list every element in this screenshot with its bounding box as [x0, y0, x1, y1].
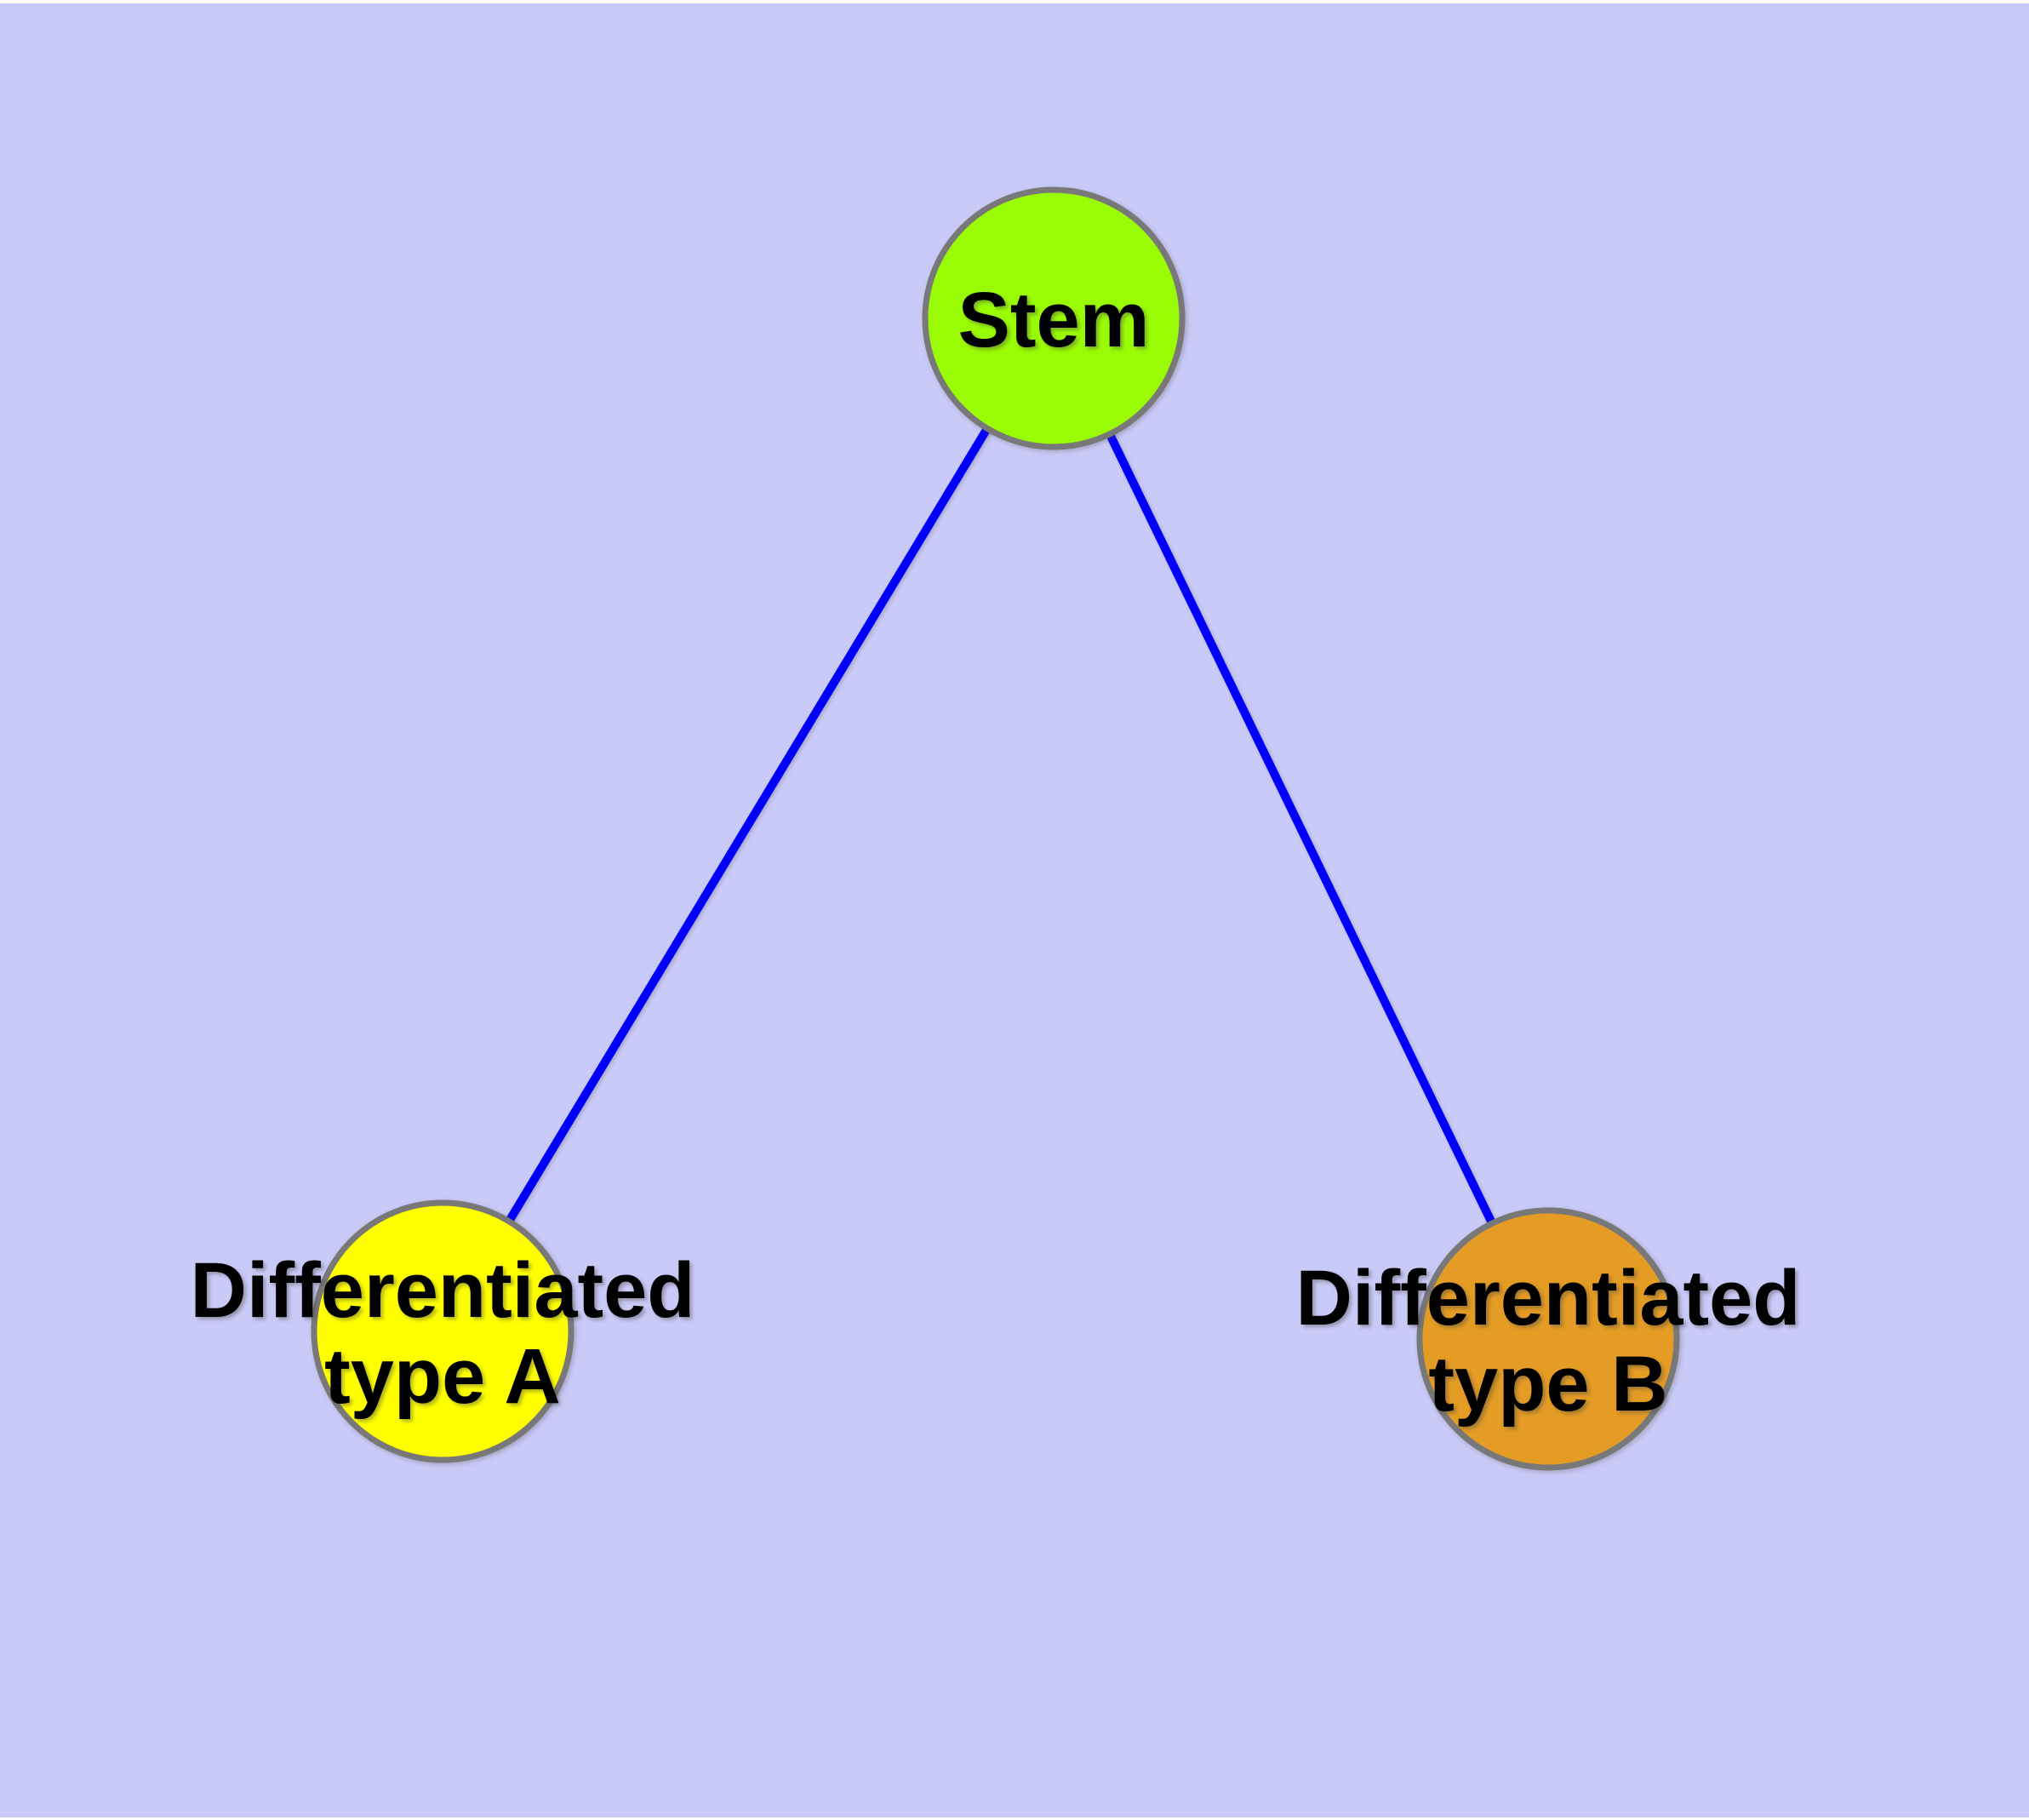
edge-stem-to-type-b[interactable] [1049, 316, 1552, 1342]
node-type-a-label-line2: type A [324, 1333, 561, 1420]
node-differentiated-type-a[interactable] [311, 1199, 574, 1463]
node-stem[interactable] [922, 186, 1186, 450]
edge-stem-to-type-a[interactable] [438, 316, 1058, 1334]
node-stem-label: Stem [958, 277, 1150, 363]
node-type-b-label-line1: Differentiated [1296, 1255, 1801, 1342]
node-differentiated-type-b[interactable] [1416, 1207, 1680, 1471]
node-type-b-label-line2: type B [1428, 1341, 1667, 1428]
node-type-a-label-line1: Differentiated [191, 1247, 695, 1334]
